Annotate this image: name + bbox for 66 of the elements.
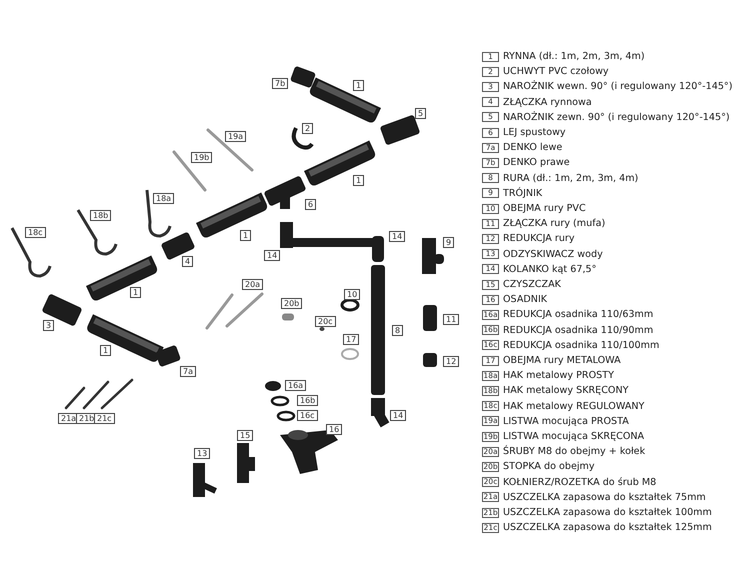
- part-name: STOPKA do obejmy: [503, 461, 595, 472]
- callout-number: 20b: [281, 298, 302, 309]
- part-name: NAROŻNIK zewn. 90° (i regulowany 120°-145°): [503, 112, 730, 123]
- part-name: OBEJMA rury METALOWA: [503, 355, 621, 366]
- callout-number: 6: [305, 199, 316, 210]
- callout-number: 16c: [297, 410, 318, 421]
- callout-number: 18a: [153, 193, 174, 204]
- callout-number: 8: [392, 325, 404, 336]
- callout-number: 16a: [285, 380, 306, 391]
- part-name: REDUKCJA osadnika 110/100mm: [503, 340, 660, 351]
- part-name: RURA (dł.: 1m, 2m, 3m, 4m): [503, 172, 638, 184]
- callout-number: 4: [182, 256, 194, 267]
- part-name: ZŁĄCZKA rury (mufa): [503, 218, 606, 230]
- part-name: RYNNA (dł.: 1m, 2m, 3m, 4m): [503, 51, 645, 62]
- part-name: HAK metalowy REGULOWANY: [503, 400, 644, 412]
- part-name: USZCZELKA zapasowa do kształtek 100mm: [503, 507, 712, 518]
- callout-number: 13: [194, 448, 210, 459]
- part-name: ŚRUBY M8 do obejmy + kołek: [503, 446, 646, 458]
- callout-number: 14: [389, 231, 406, 242]
- callout-number: 16: [326, 424, 342, 435]
- part-name: LISTWA mocująca SKRĘCONA: [503, 431, 644, 442]
- part-name: HAK metalowy PROSTY: [503, 370, 614, 382]
- part-name: REDUKCJA osadnika 110/63mm: [503, 309, 654, 320]
- part-name: USZCZELKA zapasowa do kształtek 125mm: [503, 522, 712, 534]
- callout-number: 15: [237, 430, 254, 441]
- part-name: KOŁNIERZ/ROZETKA do śrub M8: [503, 476, 656, 488]
- part-name: USZCZELKA zapasowa do kształtek 75mm: [503, 492, 706, 503]
- part-name: HAK metalowy SKRĘCONY: [503, 385, 629, 396]
- callout-number: 20c: [315, 316, 336, 327]
- callout-number: 18c: [25, 227, 46, 238]
- callout-number: 21c: [94, 413, 115, 424]
- part-name: CZYSZCZAK: [503, 279, 561, 290]
- part-name: KOLANKO kąt 67,5°: [503, 264, 596, 275]
- callout-number: 10: [344, 289, 360, 300]
- callout-number: 12: [443, 356, 460, 367]
- callout-number: 14: [264, 250, 280, 261]
- callout-number: 9: [443, 237, 454, 248]
- part-name: LEJ spustowy: [503, 127, 566, 138]
- callout-number: 1: [130, 287, 142, 298]
- callout-number: 3: [43, 320, 54, 331]
- callout-number: 16b: [297, 395, 318, 406]
- part-name: OBEJMA rury PVC: [503, 203, 586, 214]
- callout-number: 2: [302, 123, 314, 134]
- callout-number: 7b: [272, 78, 288, 89]
- callout-number: 5: [415, 108, 426, 119]
- part-name: OSADNIK: [503, 294, 548, 306]
- part-name: REDUKCJA osadnika 110/90mm: [503, 324, 654, 336]
- callout-number: 1: [353, 80, 364, 91]
- callout-number: 11: [443, 314, 460, 325]
- part-name: UCHWYT PVC czołowy: [503, 66, 609, 78]
- callout-number: 14: [390, 410, 406, 421]
- part-name: TRÓJNIK: [503, 188, 542, 199]
- callout-number: 20a: [242, 279, 264, 290]
- part-name: LISTWA mocująca PROSTA: [503, 416, 629, 427]
- part-name: NAROŻNIK wewn. 90° (i regulowany 120°-145°): [503, 81, 732, 92]
- callout-number: 18b: [90, 210, 112, 221]
- callout-number: 17: [343, 334, 360, 345]
- callout-number: 7a: [180, 366, 196, 377]
- callout-number: 1: [353, 175, 364, 186]
- part-name: DENKO prawe: [503, 157, 570, 168]
- part-name: REDUKCJA rury: [503, 233, 575, 244]
- callout-number: 1: [100, 345, 112, 356]
- callout-number: 1: [240, 230, 252, 241]
- part-name: DENKO lewe: [503, 142, 562, 154]
- part-name: ODZYSKIWACZ wody: [503, 248, 603, 260]
- part-name: ZŁĄCZKA rynnowa: [503, 96, 592, 108]
